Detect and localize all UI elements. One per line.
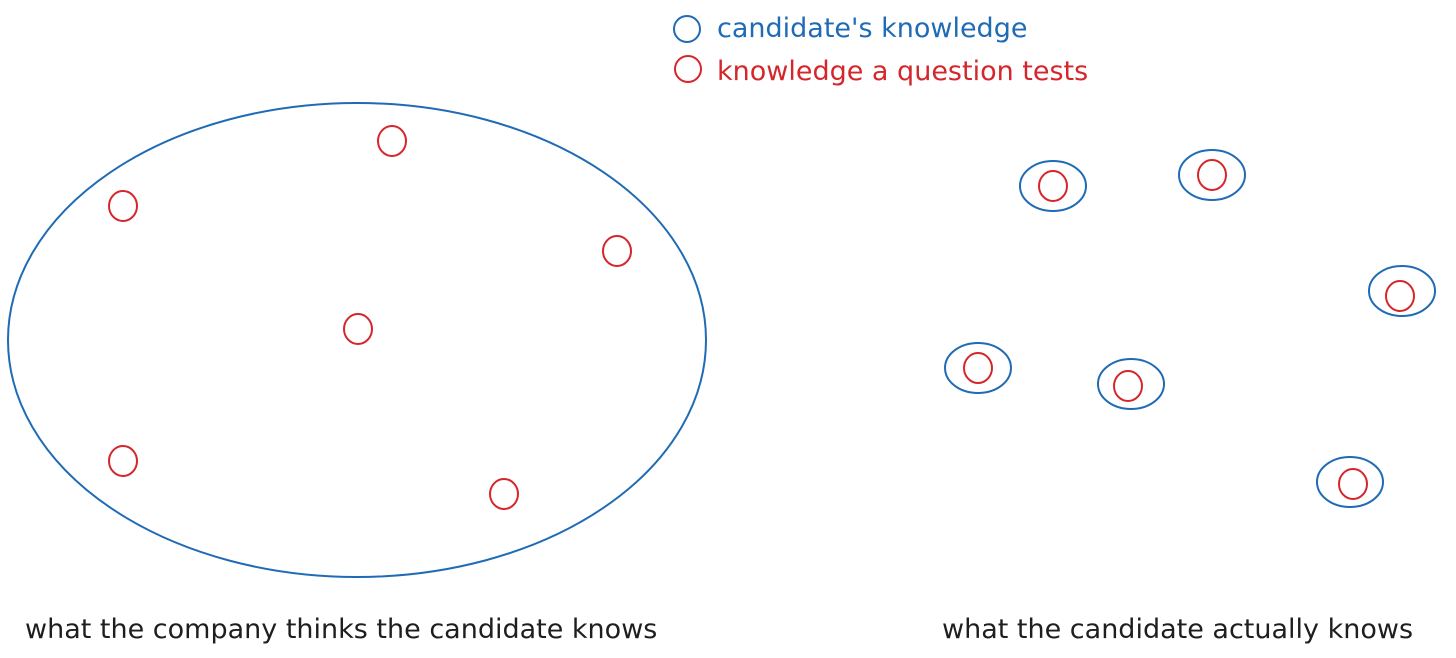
question-circle [343, 313, 373, 345]
question-circle [1038, 170, 1068, 202]
knowledge-pocket-outline [1368, 265, 1436, 317]
right-caption: what the candidate actually knows [942, 614, 1413, 645]
question-circle [489, 478, 519, 510]
knowledge-pocket [1019, 160, 1087, 212]
assumed-knowledge-ellipse [7, 102, 707, 578]
question-circle [1338, 468, 1368, 500]
right-panel: what the candidate actually knows [942, 149, 1436, 645]
left-caption: what the company thinks the candidate kn… [25, 614, 657, 645]
question-circle [108, 190, 138, 222]
question-circle [963, 352, 993, 384]
knowledge-pocket-outline [1019, 160, 1087, 212]
knowledge-pocket-outline [1097, 358, 1165, 410]
knowledge-pocket [1097, 358, 1165, 410]
question-circle [377, 125, 407, 157]
question-circle [1197, 159, 1227, 191]
question-circle [1113, 370, 1143, 402]
legend-candidate-knowledge-label: candidate's knowledge [717, 13, 1027, 44]
knowledge-pocket [944, 342, 1012, 394]
knowledge-pocket [1178, 149, 1246, 201]
question-circle [108, 445, 138, 477]
legend: candidate's knowledge knowledge a questi… [673, 13, 1088, 87]
legend-question-knowledge-icon [674, 55, 702, 83]
left-panel: what the company thinks the candidate kn… [7, 102, 707, 645]
question-circle [602, 235, 632, 267]
knowledge-pocket [1368, 265, 1436, 317]
knowledge-pocket-outline [944, 342, 1012, 394]
legend-question-knowledge-label: knowledge a question tests [717, 56, 1088, 87]
knowledge-pocket-outline [1178, 149, 1246, 201]
legend-candidate-knowledge-icon [673, 15, 701, 43]
knowledge-pocket-outline [1316, 456, 1384, 508]
knowledge-pocket [1316, 456, 1384, 508]
question-circle [1385, 280, 1415, 312]
